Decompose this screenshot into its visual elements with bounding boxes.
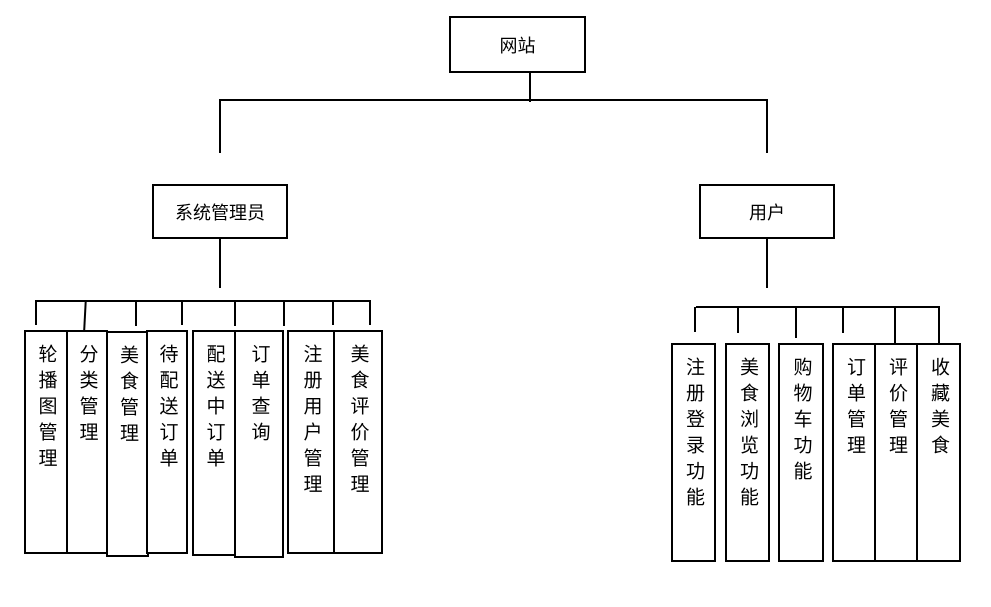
user-leaf-1-label: 注册登录功能 bbox=[683, 357, 705, 513]
user-leaf-2-label: 美食浏览功能 bbox=[737, 357, 759, 513]
admin-leaf-6: 订单查询 bbox=[234, 330, 284, 558]
admin-leaf-2-label: 分类管理 bbox=[76, 344, 99, 448]
admin-node-box: 系统管理员 bbox=[152, 184, 288, 239]
admin-leaf-8: 美食评价管理 bbox=[333, 330, 383, 554]
admin-tick-1 bbox=[35, 300, 37, 325]
root-node-label: 网站 bbox=[499, 35, 536, 57]
admin-tick-5 bbox=[234, 300, 236, 326]
admin-tick-7 bbox=[332, 300, 334, 325]
admin-leaf-7-label: 注册用户管理 bbox=[300, 344, 323, 500]
user-tick-4 bbox=[842, 307, 844, 333]
user-leaf-1: 注册登录功能 bbox=[671, 343, 716, 562]
user-leaf-3: 购物车功能 bbox=[778, 343, 824, 562]
user-leaf-2: 美食浏览功能 bbox=[725, 343, 770, 562]
root-node-box: 网站 bbox=[449, 16, 586, 73]
admin-drop-line bbox=[219, 100, 221, 153]
user-tick-6 bbox=[938, 307, 940, 343]
admin-leaf-5-label: 配送中订单 bbox=[203, 344, 226, 474]
admin-tick-3 bbox=[135, 300, 137, 326]
admin-leaf-5: 配送中订单 bbox=[192, 330, 236, 556]
user-tick-3 bbox=[795, 307, 797, 338]
admin-leaf-8-label: 美食评价管理 bbox=[347, 344, 370, 500]
user-leaf-3-label: 购物车功能 bbox=[790, 357, 813, 487]
user-tick-2 bbox=[737, 307, 739, 333]
root-stem-line bbox=[529, 73, 531, 102]
admin-tick-2 bbox=[83, 300, 87, 330]
admin-leaf-1-label: 轮播图管理 bbox=[35, 344, 58, 474]
admin-leaf-1: 轮播图管理 bbox=[24, 330, 68, 554]
user-leaf-4: 订单管理 bbox=[832, 343, 877, 562]
root-horizontal-line bbox=[219, 99, 768, 101]
admin-leaf-3-label: 美食管理 bbox=[117, 345, 139, 449]
user-leaf-6: 收藏美食 bbox=[916, 343, 961, 562]
user-leaf-5: 评价管理 bbox=[874, 343, 919, 562]
admin-leaf-2: 分类管理 bbox=[66, 330, 108, 554]
admin-leaf-7: 注册用户管理 bbox=[287, 330, 335, 554]
user-leaf-4-label: 订单管理 bbox=[844, 357, 866, 461]
admin-leaf-4-label: 待配送订单 bbox=[156, 344, 179, 474]
user-stem-line bbox=[766, 239, 768, 288]
admin-bus-line bbox=[35, 300, 371, 302]
user-leaf-6-label: 收藏美食 bbox=[928, 357, 950, 461]
admin-tick-4 bbox=[181, 300, 183, 325]
user-drop-line bbox=[766, 100, 768, 153]
user-node-label: 用户 bbox=[749, 202, 785, 224]
admin-leaf-6-label: 订单查询 bbox=[248, 344, 271, 448]
user-leaf-5-label: 评价管理 bbox=[886, 357, 908, 461]
user-tick-5 bbox=[894, 307, 896, 344]
admin-stem-line bbox=[219, 239, 221, 288]
user-tick-1 bbox=[694, 307, 696, 332]
user-bus-line bbox=[696, 306, 940, 308]
admin-tick-8 bbox=[369, 300, 371, 325]
admin-leaf-4: 待配送订单 bbox=[146, 330, 188, 554]
user-node-box: 用户 bbox=[699, 184, 835, 239]
admin-leaf-3: 美食管理 bbox=[106, 331, 149, 557]
admin-tick-6 bbox=[283, 300, 285, 326]
admin-node-label: 系统管理员 bbox=[175, 202, 265, 224]
